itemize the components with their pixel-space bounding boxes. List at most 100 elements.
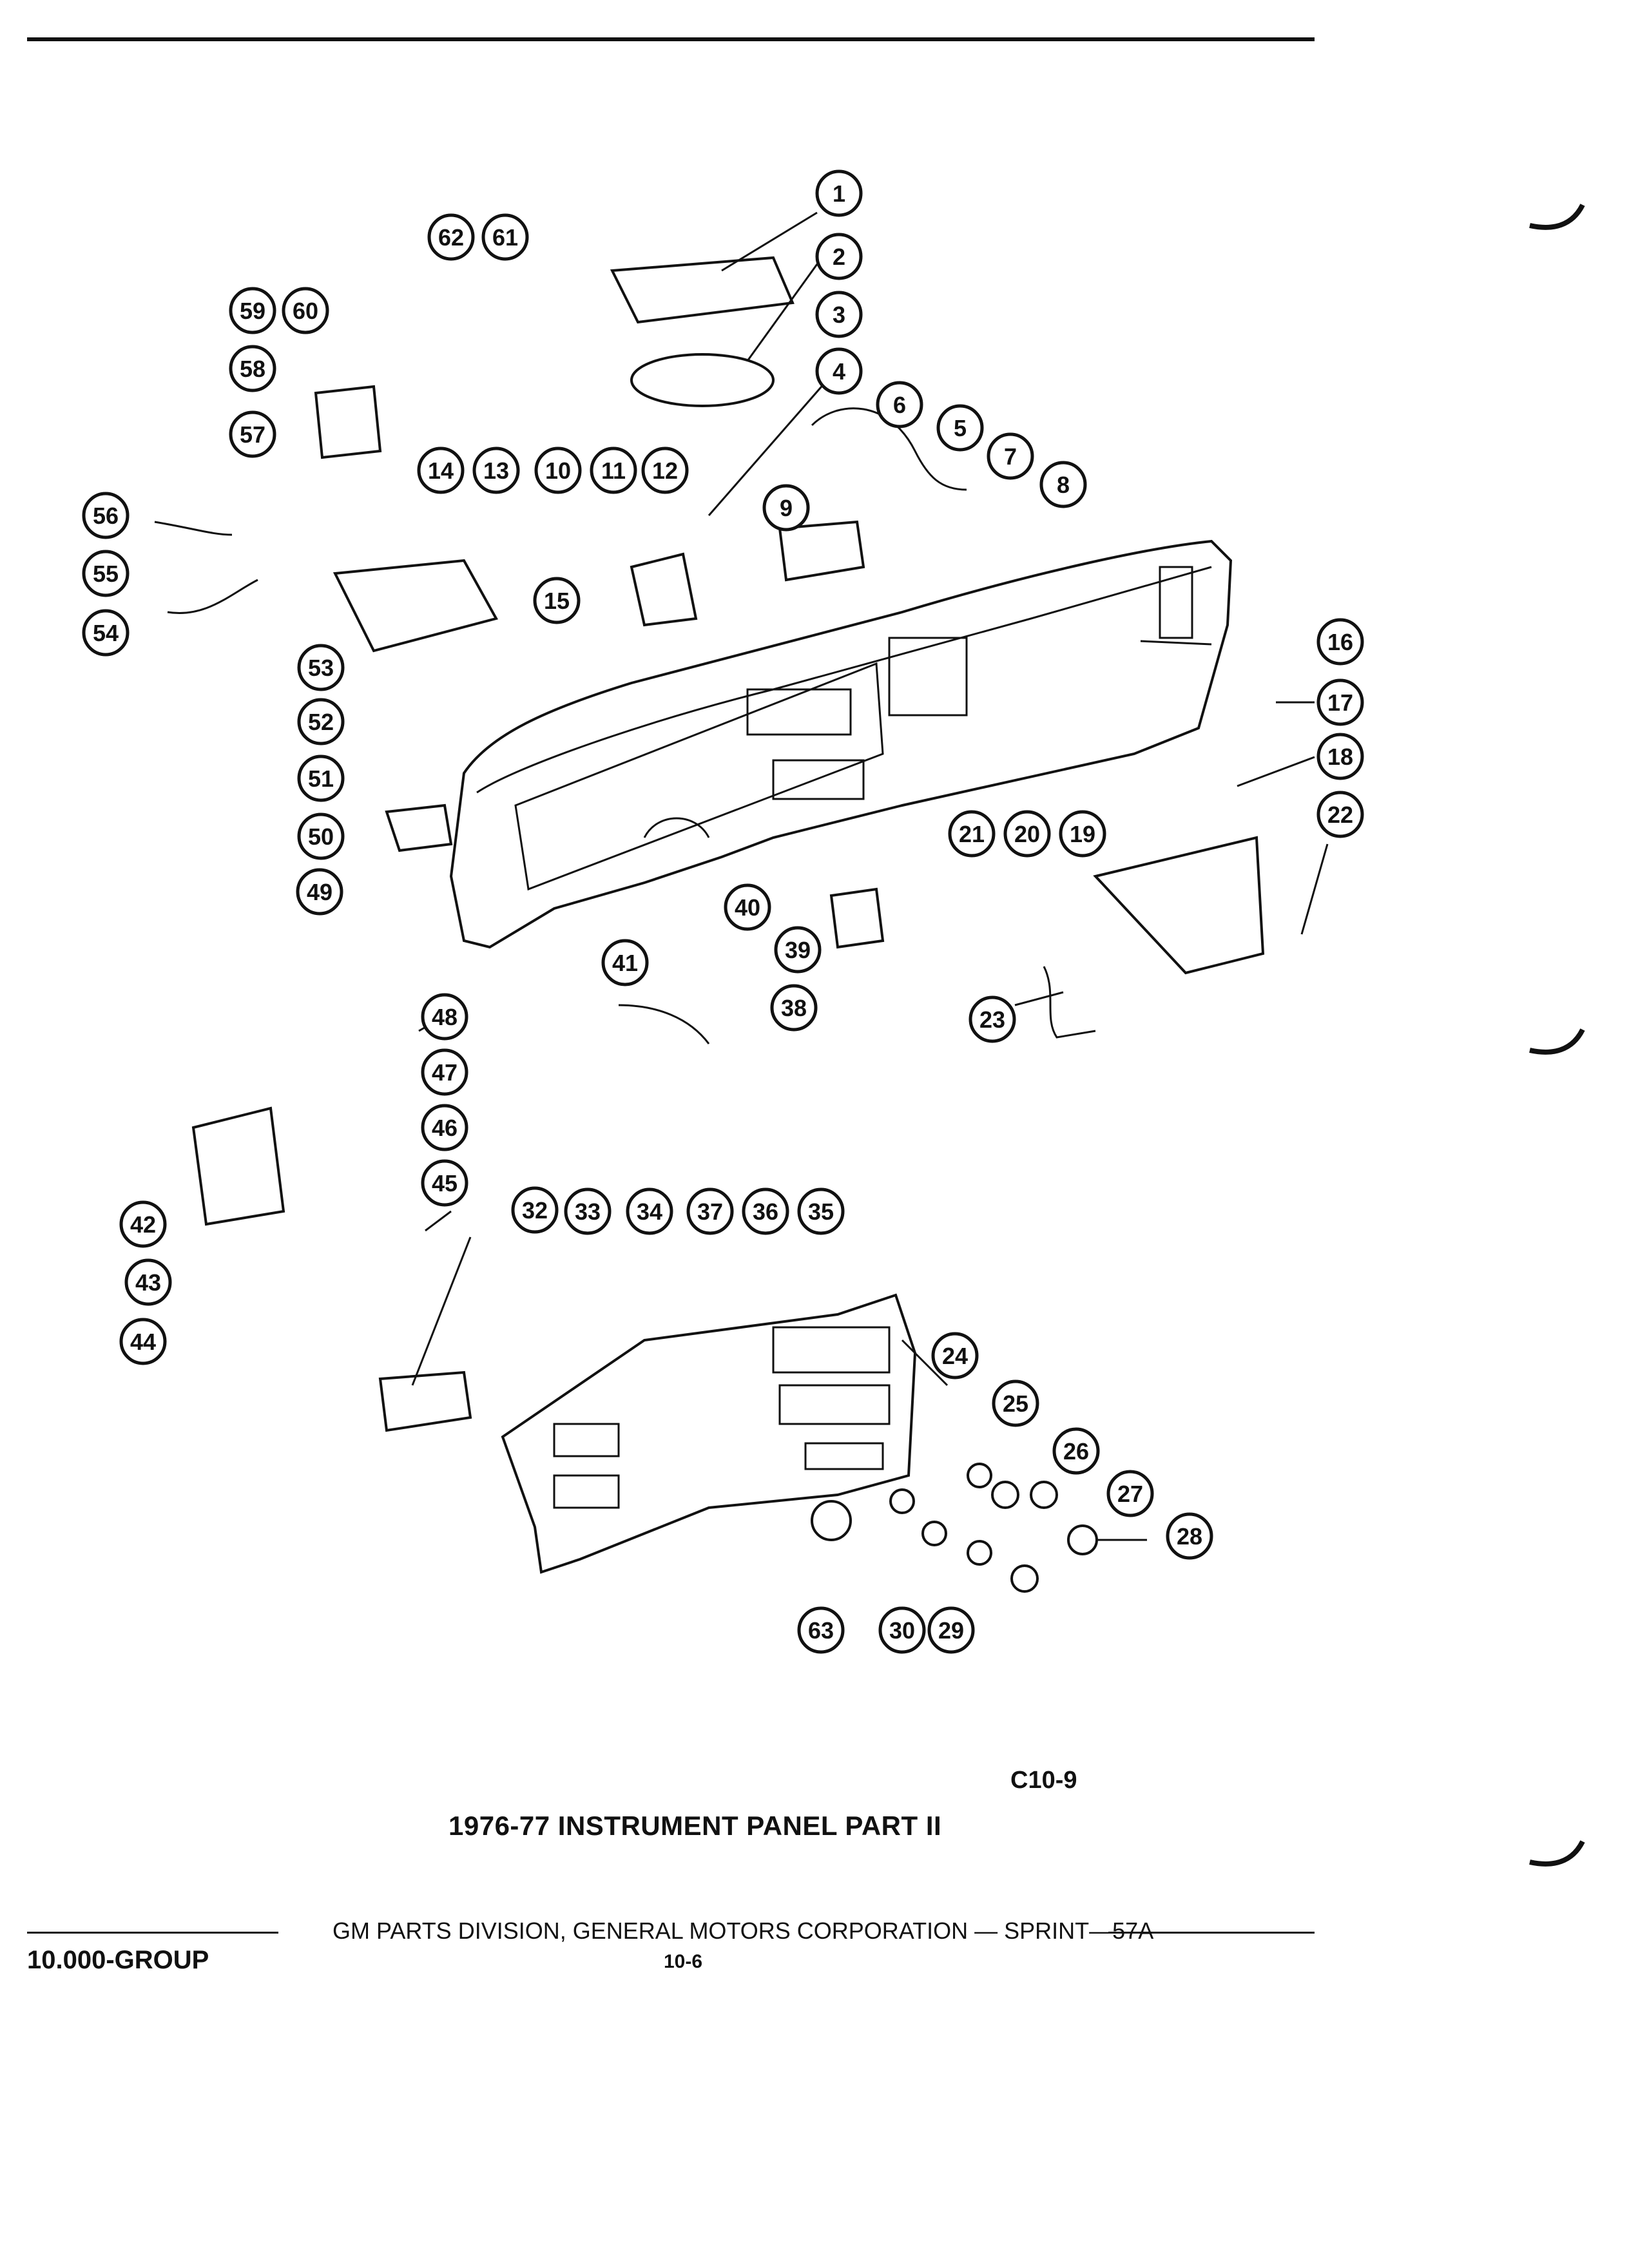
callout-62: 62 [427,213,475,261]
svg-text:10: 10 [545,457,571,484]
svg-text:48: 48 [432,1004,458,1030]
callout-57: 57 [229,410,276,458]
svg-text:36: 36 [753,1198,778,1225]
instrument-panel-pad [449,539,1233,949]
callout-59: 59 [229,287,276,334]
callout-16: 16 [1316,618,1364,666]
svg-text:13: 13 [483,457,509,484]
svg-text:54: 54 [93,620,119,646]
svg-text:6: 6 [893,392,906,418]
callout-54: 54 [82,609,130,657]
leader-lines [411,211,1329,1541]
footer-rule-left [27,1932,278,1934]
svg-text:43: 43 [135,1269,161,1296]
callout-8: 8 [1039,461,1087,508]
svg-text:21: 21 [959,821,985,847]
svg-text:4: 4 [833,358,845,385]
svg-text:39: 39 [785,937,811,963]
svg-text:40: 40 [735,894,760,921]
callout-58: 58 [229,345,276,392]
callout-46: 46 [421,1104,468,1151]
svg-text:24: 24 [942,1343,968,1369]
callout-23: 23 [969,995,1016,1043]
callout-14: 14 [417,447,465,494]
svg-text:19: 19 [1070,821,1095,847]
svg-text:12: 12 [652,457,678,484]
callout-63: 63 [797,1606,845,1654]
svg-text:18: 18 [1327,744,1353,770]
svg-text:16: 16 [1327,629,1353,655]
callout-27: 27 [1106,1470,1154,1517]
callout-42: 42 [119,1200,167,1248]
svg-text:38: 38 [781,995,807,1021]
svg-text:34: 34 [637,1198,662,1225]
svg-text:25: 25 [1003,1390,1028,1417]
callout-22: 22 [1316,791,1364,838]
svg-text:7: 7 [1004,443,1017,470]
callout-24: 24 [931,1332,979,1379]
exploded-parts-diagram: 1 2 3 4 5 6 7 8 9 10 11 12 13 14 15 16 1… [82,169,1364,1654]
svg-text:3: 3 [833,302,845,328]
svg-text:28: 28 [1177,1523,1202,1550]
figure-title: 1976-77 INSTRUMENT PANEL PART II [448,1811,942,1841]
callout-39: 39 [774,926,822,974]
callout-47: 47 [421,1048,468,1096]
svg-text:53: 53 [308,655,334,681]
callout-61: 61 [481,213,529,261]
svg-text:59: 59 [240,298,265,324]
binding-mark-icon [1529,204,1585,230]
svg-text:15: 15 [544,588,570,614]
svg-text:56: 56 [93,503,119,529]
callout-20: 20 [1003,810,1051,858]
svg-text:50: 50 [308,823,334,850]
component-sketches [154,256,1265,1593]
svg-text:14: 14 [428,457,454,484]
svg-text:49: 49 [307,879,333,905]
svg-text:26: 26 [1063,1438,1089,1465]
callout-2: 2 [815,233,863,280]
cluster-bezel [501,1293,917,1574]
callout-1: 1 [815,169,863,217]
callout-56: 56 [82,492,130,539]
callout-21: 21 [948,810,996,858]
svg-text:1: 1 [833,180,845,207]
callout-40: 40 [724,883,771,931]
svg-text:33: 33 [575,1198,601,1225]
footer-page-number: 10-6 [664,1951,703,1972]
callout-34: 34 [626,1187,673,1235]
svg-text:63: 63 [808,1617,834,1644]
callout-41: 41 [601,939,649,986]
callout-48: 48 [421,993,468,1041]
svg-text:58: 58 [240,356,265,382]
svg-text:17: 17 [1327,689,1353,716]
callout-60: 60 [282,287,329,334]
svg-text:62: 62 [438,224,464,251]
footer-group: 10.000-GROUP [27,1946,209,1974]
callout-17: 17 [1316,678,1364,726]
svg-text:52: 52 [308,709,334,735]
callout-11: 11 [590,447,637,494]
footer-credit: GM PARTS DIVISION, GENERAL MOTORS CORPOR… [333,1917,1154,1944]
svg-text:61: 61 [492,224,518,251]
svg-text:2: 2 [833,244,845,270]
svg-text:57: 57 [240,421,265,448]
svg-text:60: 60 [293,298,318,324]
callout-52: 52 [297,698,345,745]
figure-code: C10-9 [1010,1767,1077,1794]
binding-mark-icon [1529,1028,1585,1055]
svg-text:22: 22 [1327,802,1353,828]
svg-text:32: 32 [522,1197,548,1224]
callout-35: 35 [797,1187,845,1235]
callout-13: 13 [472,447,520,494]
svg-text:8: 8 [1057,472,1070,498]
callout-3: 3 [815,291,863,338]
svg-text:35: 35 [808,1198,834,1225]
svg-text:44: 44 [130,1329,156,1355]
svg-text:29: 29 [938,1617,964,1644]
callout-30: 30 [878,1606,926,1654]
callout-26: 26 [1052,1427,1100,1475]
callout-29: 29 [927,1606,975,1654]
callout-18: 18 [1316,733,1364,780]
callout-37: 37 [686,1187,734,1235]
callout-6: 6 [876,381,923,428]
